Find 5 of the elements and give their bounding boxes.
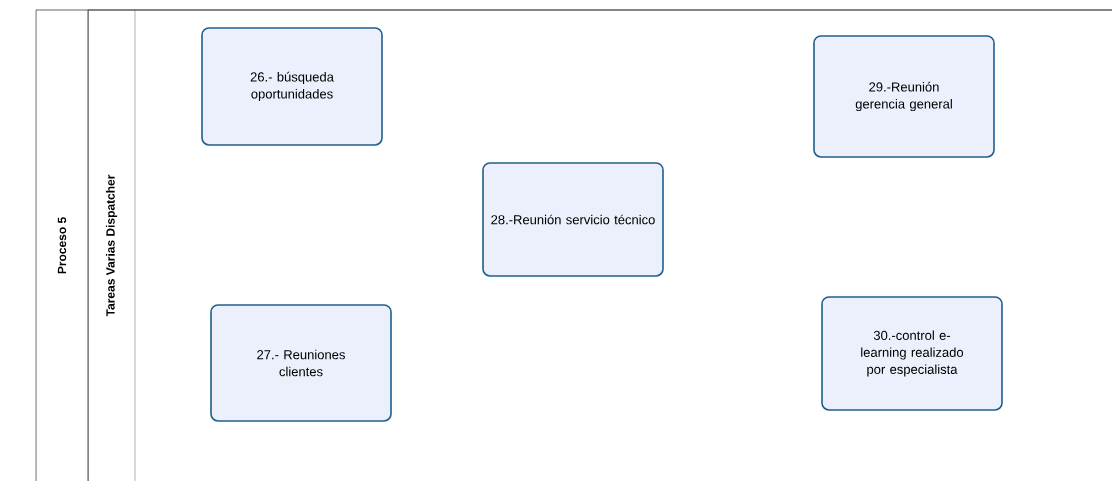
task-box: 29.-Reunión gerencia general: [813, 35, 995, 158]
task-box: 28.-Reunión servicio técnico: [482, 162, 664, 277]
task-box: 27.- Reuniones clientes: [210, 304, 392, 422]
task-box: 26.- búsqueda oportunidades: [201, 27, 383, 146]
task-box: 30.-control e-learning realizado por especialista: [821, 296, 1003, 411]
